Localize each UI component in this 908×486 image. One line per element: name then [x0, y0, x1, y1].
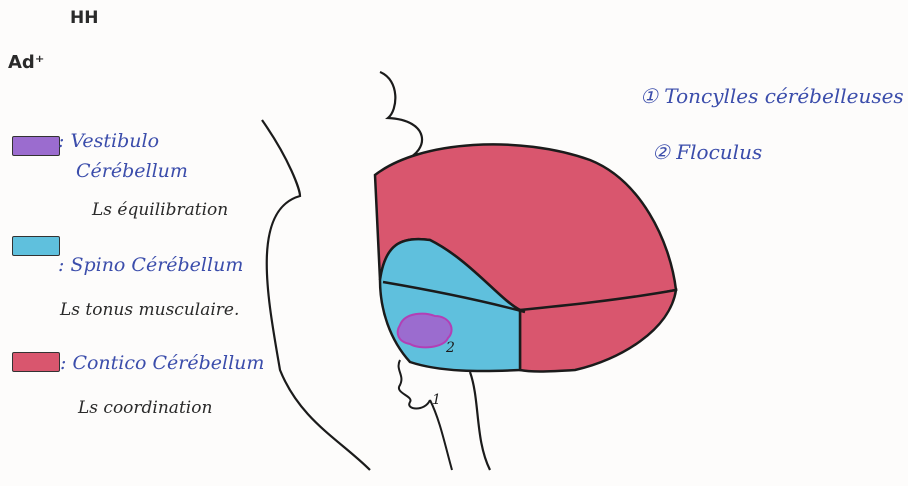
marker-1: 1 [432, 392, 441, 408]
brainstem-outline [262, 120, 370, 470]
pons-outline [380, 72, 422, 160]
vestibulo-region [398, 314, 452, 348]
medulla-outline-inner [430, 400, 452, 470]
medulla-outline [470, 372, 490, 470]
marker-2: 2 [445, 340, 455, 356]
